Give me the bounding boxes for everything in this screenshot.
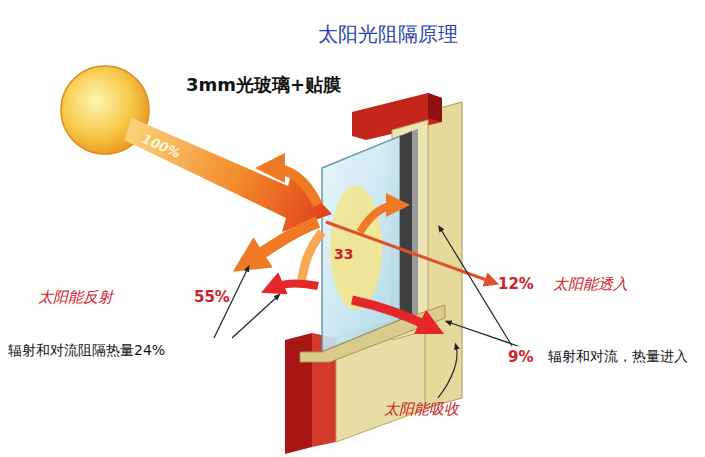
callout-label: 太阳能透入 [553,275,628,293]
callout-label: 辐射和对流，热量进入 [548,348,698,365]
percent-label: 33 [334,246,353,263]
percent-label: 55% [194,288,230,306]
subtitle-label: 3mm光玻璃+贴膜 [186,74,341,96]
callout-label: 太阳能吸收 [384,400,459,418]
percent-label: 12% [498,275,534,293]
callout-label: 太阳能反射 [38,288,113,306]
diagram-title: 太阳光阻隔原理 [318,22,458,46]
percent-label: 9% [508,348,533,366]
callout-label: 辐射和对流阻隔热量24% [8,342,165,359]
